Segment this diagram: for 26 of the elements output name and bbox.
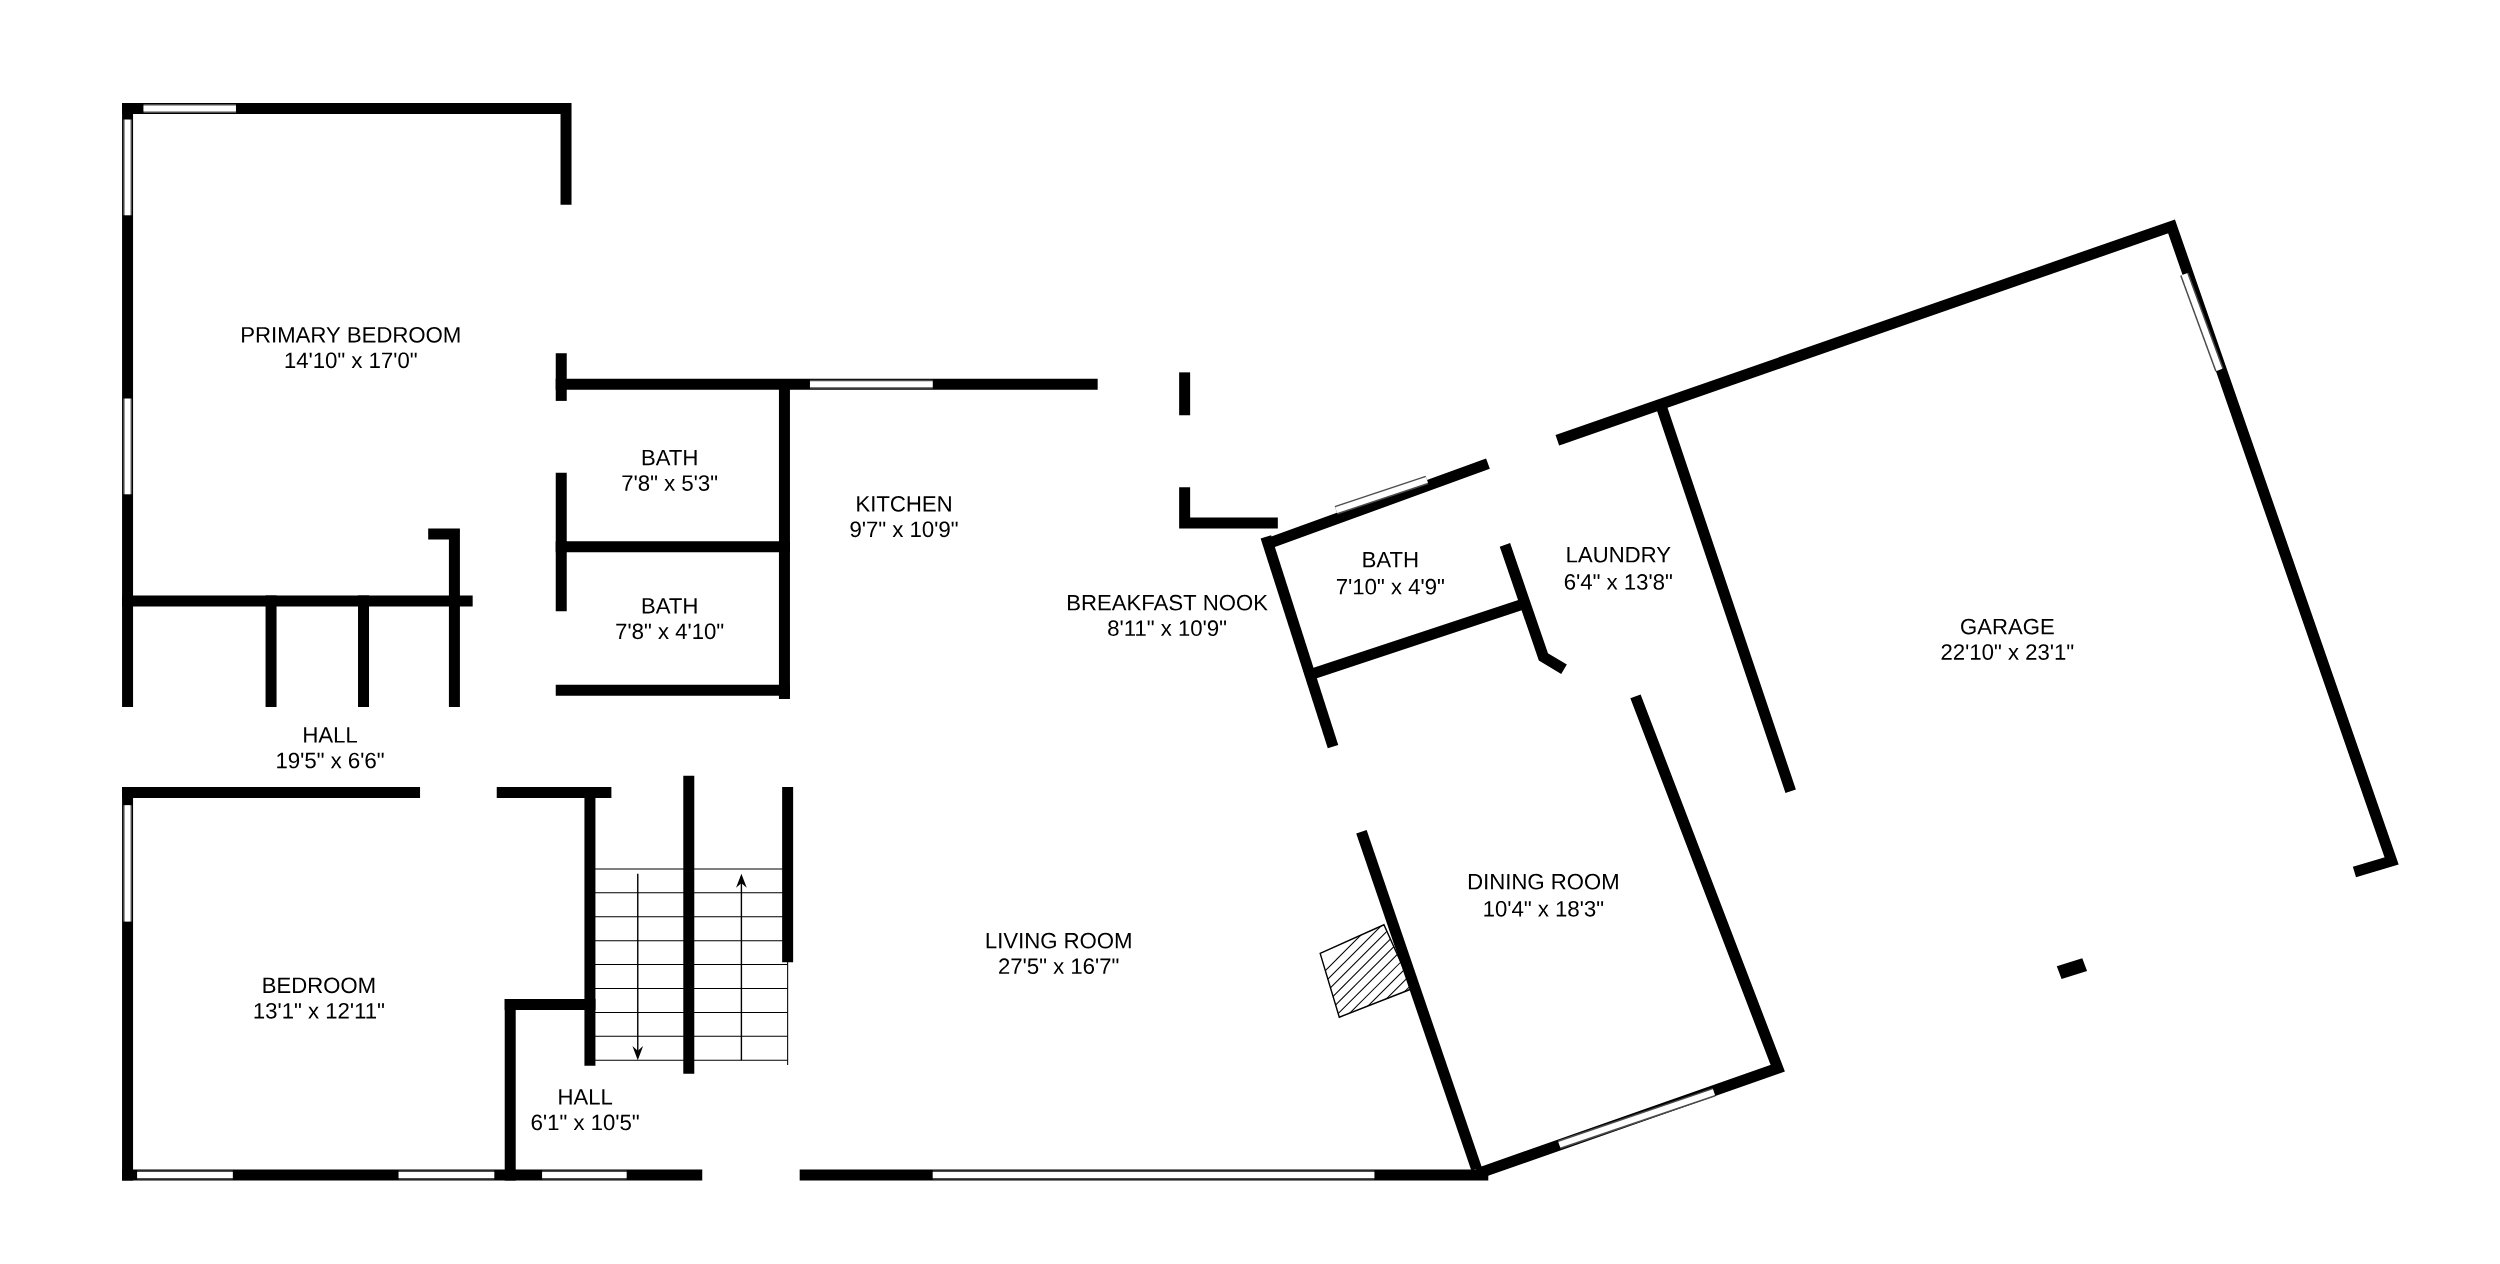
- room-label: 6'1" x 10'5": [531, 1114, 639, 1131]
- room-label: 7'8" x 4'10": [616, 623, 724, 640]
- room-label: 7'8" x 5'3": [622, 475, 718, 491]
- room-label: 7'10" x 4'9": [1336, 578, 1444, 595]
- room-label: 27'5" x 16'7": [999, 958, 1119, 974]
- room-label: 19'5" x 6'6": [277, 752, 384, 769]
- room-label: BATH: [642, 598, 697, 614]
- room-label: 13'1" x 12'11": [254, 1002, 384, 1019]
- room-label: 10'4" x 18'3": [1484, 900, 1604, 917]
- room-label: BREAKFAST NOOK: [1068, 594, 1268, 611]
- room-label: 14'10" x 17'0": [285, 352, 417, 368]
- room-label: BATH: [642, 449, 697, 466]
- room-label: 6'4" x 13'8": [1564, 573, 1672, 590]
- room-label: BATH: [1363, 551, 1418, 568]
- room-label: DINING ROOM: [1468, 873, 1618, 890]
- room-label: KITCHEN: [857, 495, 951, 512]
- room-label: GARAGE: [1961, 618, 2054, 635]
- room-label: LAUNDRY: [1567, 546, 1671, 563]
- room-label: PRIMARY BEDROOM: [242, 326, 460, 343]
- room-label: 9'7" x 10'9": [850, 521, 958, 537]
- room-label: LIVING ROOM: [986, 932, 1131, 949]
- room-label: HALL: [559, 1089, 613, 1105]
- room-label: 22'10" x 23'1": [1941, 644, 2074, 660]
- room-label: HALL: [304, 727, 357, 743]
- room-label: BEDROOM: [263, 977, 375, 993]
- room-label: 8'11" x 10'9": [1108, 620, 1227, 636]
